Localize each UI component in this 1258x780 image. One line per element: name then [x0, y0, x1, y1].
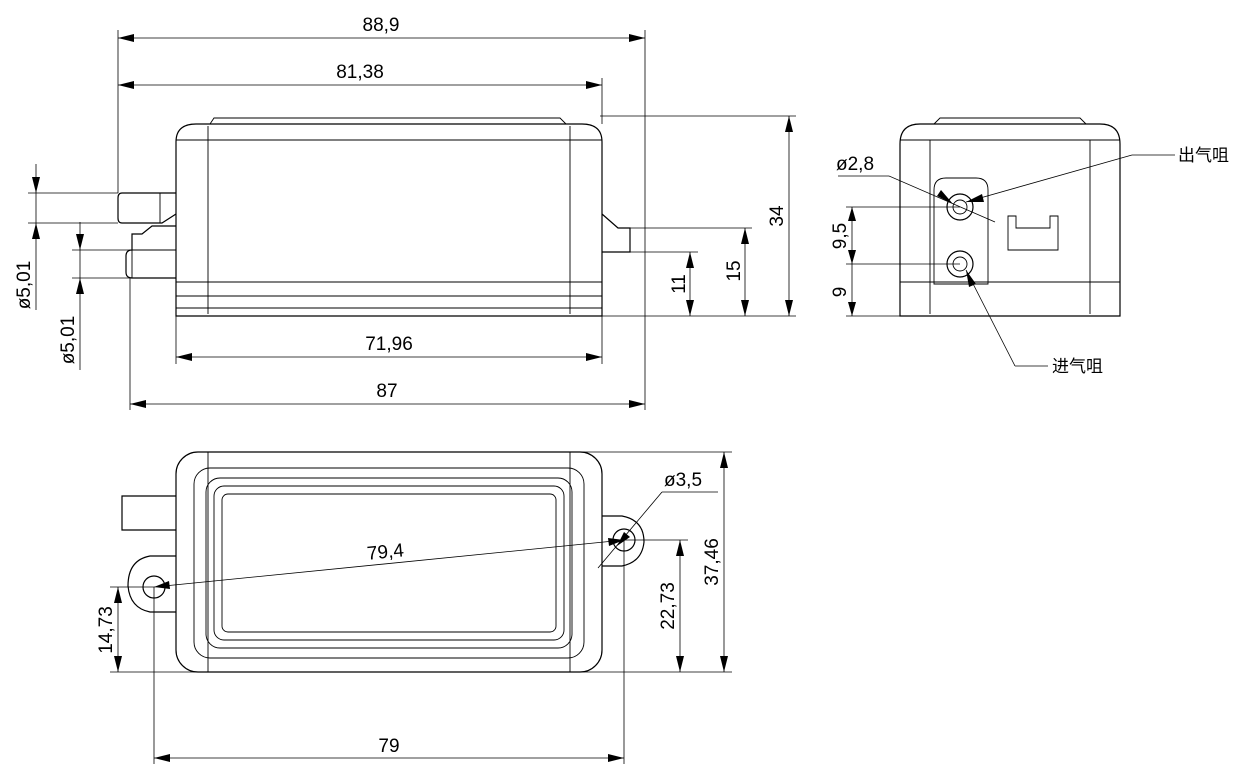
dim-left-hole-height: 14,73 [96, 606, 117, 654]
front-body-outline [175, 123, 603, 317]
inlet-nozzle-label: 进气咀 [1052, 357, 1103, 377]
side-body-outline [899, 123, 1121, 317]
dim-body-length-inner: 71,96 [365, 334, 413, 355]
dim-height: 34 [767, 205, 788, 227]
front-right-tab [601, 213, 631, 253]
dim-nozzle-dia-upper: ø5,01 [14, 261, 35, 310]
left-mounting-ear [127, 555, 176, 613]
dim-hole-spacing: 79 [378, 736, 399, 757]
dim-body-length-top: 81,38 [336, 62, 384, 83]
dim-top-width: 37,46 [702, 538, 723, 586]
dim-hole-diagonal: 79,4 [366, 540, 405, 565]
dim-right-hole-height: 22,73 [658, 582, 679, 630]
front-outlet-nozzle [117, 192, 177, 224]
top-nozzle [121, 495, 176, 531]
front-view: 88,9 81,38 71,96 87 34 15 11 [14, 15, 796, 410]
dim-side-inlet-height: 9 [830, 287, 851, 298]
top-view: 37,46 22,73 14,73 79 79,4 ø3,5 [96, 451, 732, 764]
side-connector [1007, 215, 1059, 251]
outlet-nozzle-label: 出气咀 [1178, 146, 1229, 166]
right-mounting-ear [602, 515, 645, 567]
dim-port-spacing: 9,5 [830, 223, 851, 249]
front-inlet-nozzle [125, 225, 176, 279]
dim-overall-length: 88,9 [363, 15, 400, 36]
side-view: 9,5 9 ø2,8 出气咀 进气咀 [830, 117, 1229, 377]
front-top-band [209, 117, 567, 125]
dim-outlet-height: 15 [724, 260, 745, 281]
dim-inlet-height: 11 [669, 274, 690, 294]
side-port-plate [933, 177, 989, 285]
dim-nozzle-dia-lower: ø5,01 [58, 316, 79, 365]
dim-port-dia: ø2,8 [836, 154, 874, 175]
dim-nozzle-span: 87 [376, 381, 397, 402]
dim-hole-dia: ø3,5 [664, 470, 702, 491]
